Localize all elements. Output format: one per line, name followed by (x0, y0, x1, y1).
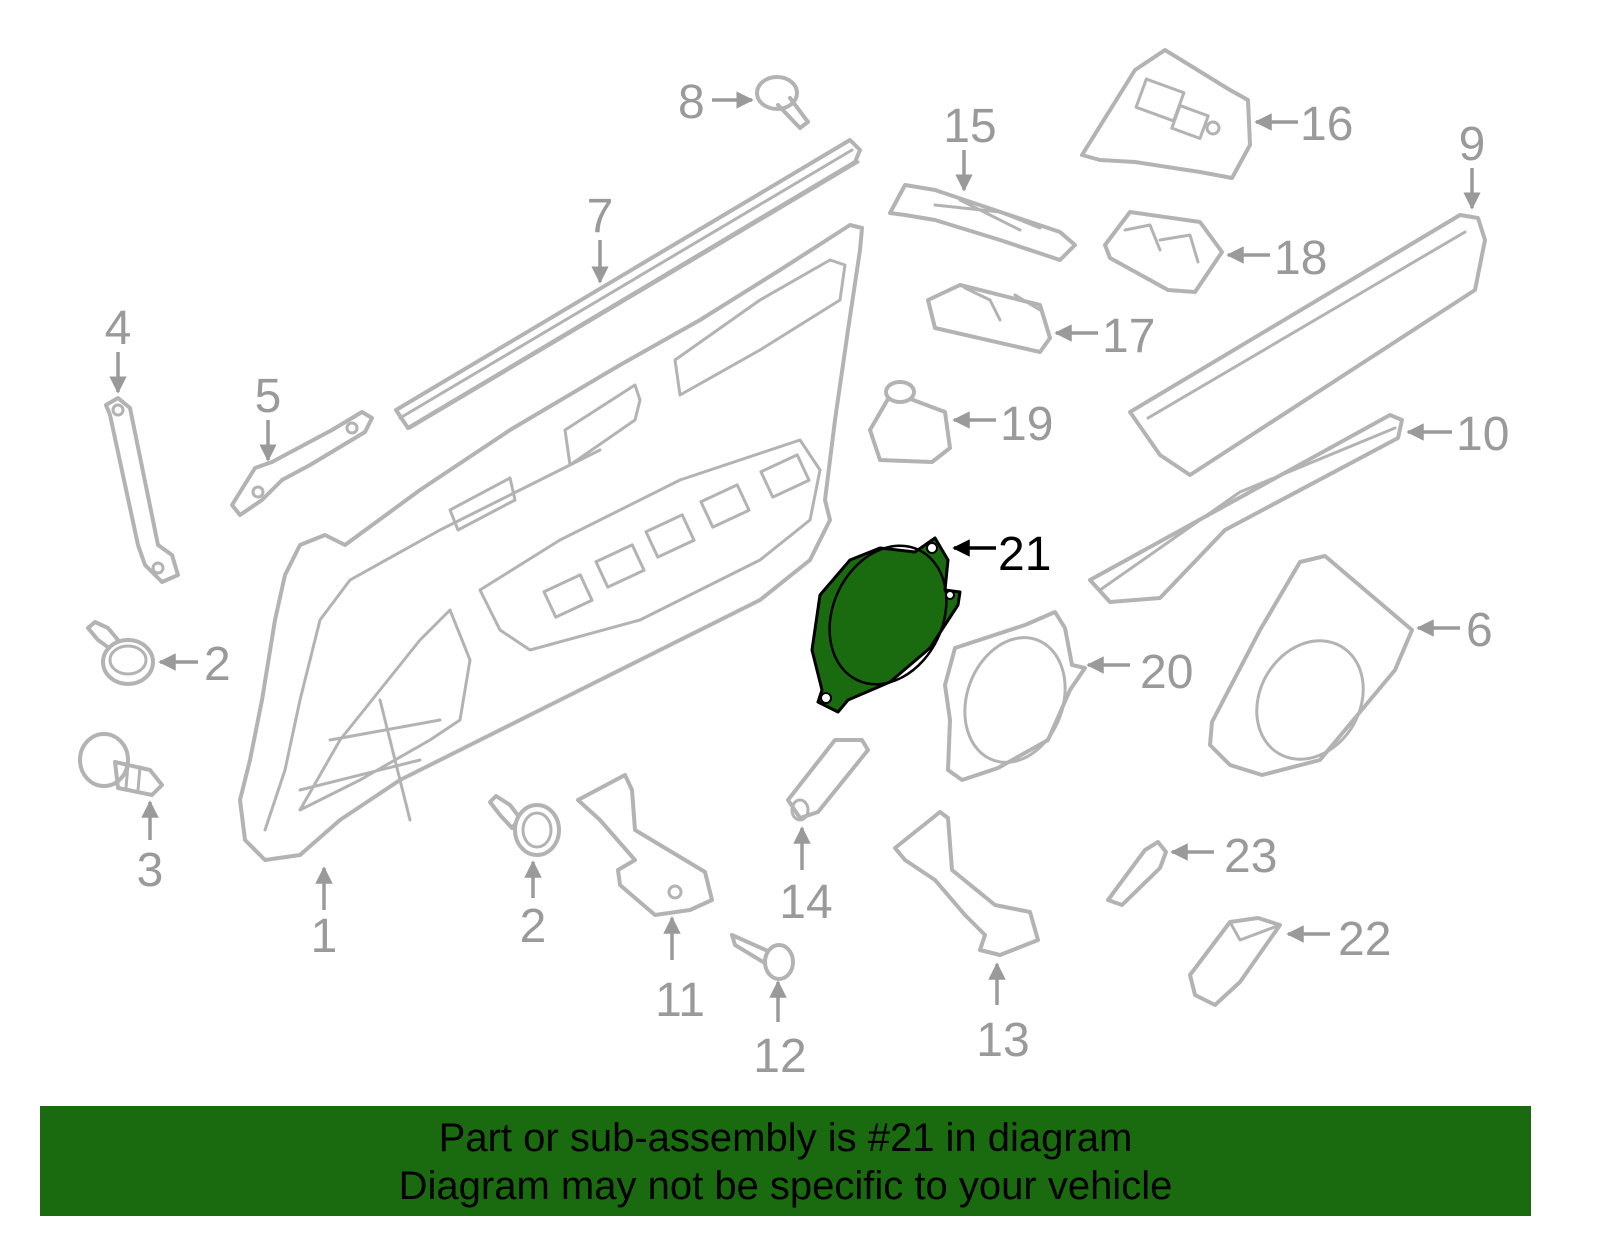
callout-17: 17 (1054, 310, 1155, 363)
part-4-bracket (104, 396, 180, 584)
part-18-switch (1103, 210, 1224, 294)
svg-text:2: 2 (204, 638, 231, 691)
part-21-speaker[interactable] (808, 527, 969, 714)
part-16-switch-panel (1080, 48, 1252, 180)
part-20-speaker-spacer (943, 610, 1087, 782)
callout-3: 3 (137, 800, 164, 897)
callout-7: 7 (587, 190, 614, 284)
svg-text:5: 5 (255, 370, 282, 423)
svg-text:8: 8 (678, 76, 705, 129)
callout-5: 5 (255, 370, 282, 462)
svg-text:22: 22 (1338, 913, 1391, 966)
callout-16: 16 (1254, 98, 1353, 151)
callout-20: 20 (1086, 646, 1193, 699)
callout-10: 10 (1406, 408, 1509, 461)
callout-4: 4 (105, 302, 132, 394)
part-9-armrest-trim (1128, 213, 1487, 477)
callout-19: 19 (952, 398, 1053, 451)
callout-18: 18 (1226, 232, 1327, 285)
part-2-clip-bottom (488, 794, 561, 857)
part-12-screw (730, 933, 795, 981)
part-8-bolt (755, 75, 810, 130)
part-7-weatherstrip (394, 138, 862, 430)
part-2-clip-left (86, 620, 155, 686)
callout-14: 14 (779, 826, 833, 929)
part-11-bracket (576, 773, 714, 917)
svg-text:21: 21 (998, 528, 1051, 581)
callout-6: 6 (1416, 604, 1493, 657)
svg-text:15: 15 (943, 100, 996, 153)
svg-text:20: 20 (1140, 646, 1193, 699)
callout-2a: 2 (158, 638, 231, 691)
svg-text:6: 6 (1466, 604, 1493, 657)
callout-13: 13 (976, 962, 1030, 1067)
svg-text:4: 4 (105, 302, 132, 355)
svg-text:2: 2 (520, 900, 547, 953)
svg-text:10: 10 (1456, 408, 1509, 461)
info-banner: Part or sub-assembly is #21 in diagram D… (40, 1106, 1531, 1216)
callout-15: 15 (943, 100, 997, 192)
part-3-grommet (78, 732, 164, 797)
svg-text:9: 9 (1459, 118, 1486, 171)
part-1-door-trim-panel (238, 223, 864, 862)
svg-text:7: 7 (587, 190, 614, 243)
callout-21: 21 (952, 528, 1051, 581)
part-22-clip (1188, 916, 1282, 1007)
svg-text:16: 16 (1300, 98, 1353, 151)
callout-2b: 2 (520, 860, 547, 953)
svg-text:17: 17 (1102, 310, 1155, 363)
svg-text:23: 23 (1224, 830, 1277, 883)
callout-23: 23 (1170, 830, 1277, 883)
svg-text:1: 1 (311, 910, 338, 963)
part-13-duct (893, 810, 1040, 957)
svg-text:18: 18 (1274, 232, 1327, 285)
svg-text:13: 13 (976, 1014, 1029, 1067)
part-10-pull-trim (1088, 413, 1404, 604)
callout-8: 8 (678, 76, 754, 129)
banner-line-2: Diagram may not be specific to your vehi… (398, 1164, 1173, 1208)
svg-text:14: 14 (779, 876, 832, 929)
svg-text:12: 12 (753, 1030, 806, 1083)
part-23-bulb (1106, 840, 1168, 907)
callout-12: 12 (753, 980, 807, 1083)
callout-22: 22 (1286, 913, 1391, 966)
part-6-speaker-grille (1208, 554, 1414, 777)
part-19-switch (868, 380, 952, 464)
part-14-rod (786, 738, 870, 822)
banner-line-1: Part or sub-assembly is #21 in diagram (438, 1116, 1133, 1160)
svg-text:11: 11 (655, 974, 705, 1027)
part-15-switch-bezel (888, 183, 1077, 262)
callout-1: 1 (311, 866, 338, 963)
callout-9: 9 (1459, 118, 1486, 210)
part-5-reinforcement (230, 410, 374, 517)
svg-text:19: 19 (1000, 398, 1053, 451)
part-17-switch (926, 283, 1052, 354)
callout-11: 11 (655, 916, 705, 1027)
svg-text:3: 3 (137, 844, 164, 897)
